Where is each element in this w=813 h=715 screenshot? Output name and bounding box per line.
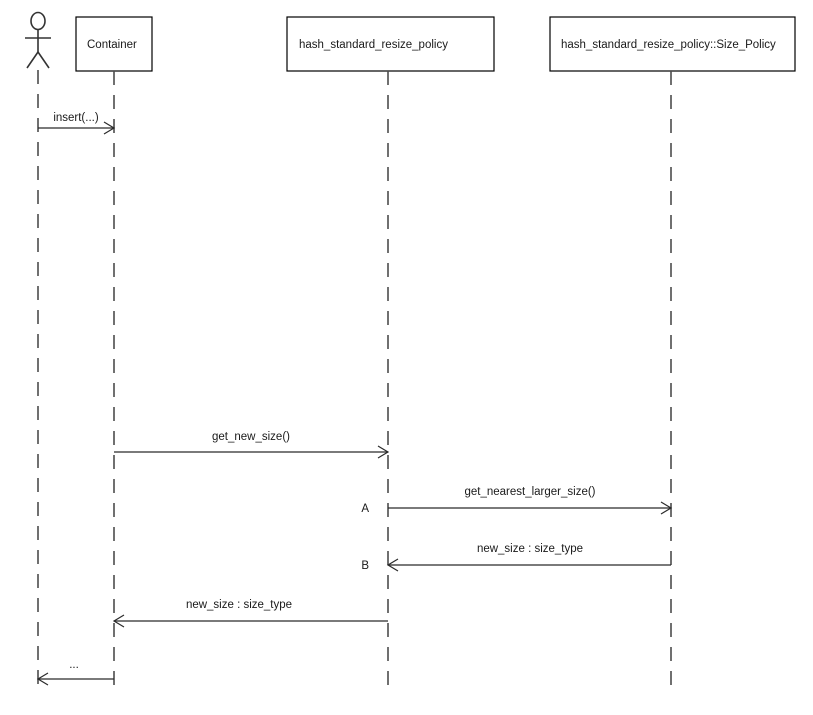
message-label-return-resize-policy: new_size : size_type	[186, 599, 292, 611]
message-label-insert: insert(...)	[53, 112, 99, 124]
participant-size-policy[interactable]: hash_standard_resize_policy::Size_Policy	[549, 16, 796, 690]
message-insert[interactable]: insert(...)	[38, 112, 116, 135]
arrowhead-return-resize-policy	[112, 614, 125, 628]
message-return-resize-policy[interactable]: new_size : size_type	[112, 599, 388, 628]
participant-container[interactable]: Container	[75, 16, 153, 690]
arrowhead-get-nearest-larger-size	[660, 501, 673, 515]
arrowhead-get-new-size	[377, 445, 390, 459]
message-return-size-policy[interactable]: B new_size : size_type	[361, 543, 671, 572]
message-return-actor[interactable]: ...	[36, 659, 114, 686]
arrowhead-return-actor	[36, 672, 49, 686]
message-marker-a: A	[361, 503, 369, 515]
message-label-return-actor: ...	[69, 659, 79, 671]
participant-resize-policy[interactable]: hash_standard_resize_policy	[286, 16, 495, 690]
message-marker-b: B	[361, 560, 369, 572]
actor-icon	[25, 11, 51, 69]
participant-label-resize-policy: hash_standard_resize_policy	[299, 39, 448, 51]
participant-label-size-policy: hash_standard_resize_policy::Size_Policy	[561, 39, 776, 51]
arrowhead-return-size-policy	[386, 558, 399, 572]
arrowhead-insert	[103, 121, 116, 135]
message-get-nearest-larger-size[interactable]: A get_nearest_larger_size()	[361, 486, 673, 515]
message-get-new-size[interactable]: get_new_size()	[114, 431, 390, 459]
message-label-get-nearest-larger-size: get_nearest_larger_size()	[464, 486, 595, 498]
message-label-get-new-size: get_new_size()	[212, 431, 290, 443]
participant-label-container: Container	[87, 39, 137, 51]
participant-box-size-policy[interactable]	[549, 16, 796, 72]
participant-actor[interactable]	[25, 11, 51, 691]
participant-box-resize-policy[interactable]	[286, 16, 495, 72]
message-label-return-size-policy: new_size : size_type	[477, 543, 583, 555]
participant-box-container[interactable]	[75, 16, 153, 72]
